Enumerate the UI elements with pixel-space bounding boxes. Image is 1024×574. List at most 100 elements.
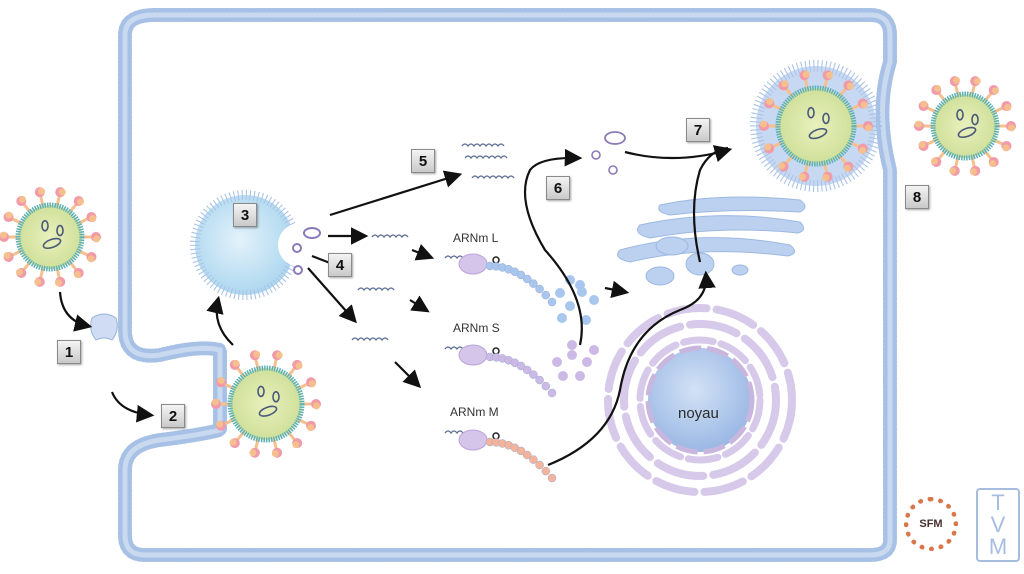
arrow-budding-2 — [692, 146, 729, 263]
rna-segment — [957, 126, 977, 139]
virion-envelope — [775, 85, 857, 167]
receptor-icon — [90, 313, 118, 341]
free-protein-s — [558, 371, 568, 381]
arrow-m-to-golgi — [547, 270, 716, 467]
rna-segment — [822, 112, 830, 125]
tvm-letter-m: M — [988, 534, 1008, 559]
amino-acid-bead — [541, 466, 551, 476]
arrow-endocytosis — [110, 391, 155, 423]
new-rna-segments — [591, 131, 626, 175]
rna-strand — [471, 175, 515, 180]
mrna-l-label: ARNm L — [453, 231, 499, 245]
mrna-s-label: ARNm S — [453, 321, 500, 335]
step-5-label: 5 — [411, 149, 435, 173]
amino-acid-bead — [529, 370, 538, 379]
arrow-golgi — [604, 280, 630, 299]
cell-membrane — [118, 8, 897, 562]
step-6-label: 6 — [546, 176, 570, 200]
free-protein-l — [589, 295, 599, 305]
mrna-m-label: ARNm M — [450, 405, 499, 419]
virion-envelope — [227, 365, 305, 443]
protein-chains — [458, 253, 557, 483]
step-4-label: 4 — [328, 253, 352, 277]
amino-acid-bead — [535, 375, 544, 385]
rna-segment — [272, 390, 280, 403]
protein-chain-m — [458, 429, 557, 483]
free-protein-s — [567, 340, 577, 350]
rna-strand — [444, 430, 464, 435]
free-protein-l — [555, 288, 565, 298]
ribosome-icon — [458, 344, 488, 366]
free-protein-l — [565, 301, 575, 311]
virion-envelope — [930, 91, 1000, 161]
rna-segment — [807, 106, 815, 119]
rna-strands — [351, 143, 515, 435]
rna-segment — [41, 220, 49, 232]
free-protein-s — [567, 350, 577, 360]
rna-strand — [351, 337, 389, 342]
rna-strand — [371, 234, 409, 239]
amino-acid-bead — [541, 290, 551, 300]
tvm-logo: T V M — [976, 488, 1020, 562]
amino-acid-bead — [522, 450, 532, 460]
free-protein-l — [575, 280, 585, 290]
rna-segment — [257, 385, 265, 398]
sfm-logo-text: SFM — [919, 518, 943, 530]
endosome — [190, 190, 322, 300]
protein-chain-s — [458, 344, 557, 398]
arrow-l — [411, 244, 435, 261]
rna-strand — [444, 255, 464, 260]
amino-acid-bead — [547, 297, 557, 307]
amino-acid-bead — [541, 381, 551, 391]
amino-acid-bead — [522, 274, 532, 284]
free-protein-s — [589, 345, 599, 355]
virion-extracellular — [0, 187, 101, 287]
rna-segment — [808, 127, 828, 140]
arrow-budding-1 — [624, 145, 733, 163]
rna-segment — [956, 109, 964, 121]
step-3-label: 3 — [233, 203, 257, 227]
virion-endocytosed — [211, 350, 321, 458]
rna-segment — [258, 405, 278, 417]
rna-segment — [56, 224, 64, 237]
step-1-label: 1 — [57, 340, 81, 364]
amino-acid-bead — [535, 460, 544, 470]
arrow-s — [409, 295, 430, 313]
amino-acid-bead — [522, 365, 532, 375]
rna-segment — [42, 237, 62, 250]
virion-envelope — [15, 202, 85, 272]
amino-acid-bead — [529, 279, 538, 288]
free-protein-l — [557, 313, 567, 323]
arrow-t3 — [307, 267, 357, 324]
golgi-apparatus — [617, 196, 806, 286]
nucleus — [604, 304, 796, 496]
viral-rna-segments — [292, 227, 321, 275]
amino-acid-bead — [529, 455, 538, 464]
amino-acid-bead — [516, 446, 526, 456]
arrow-m — [394, 361, 422, 389]
arrow-to-endosome — [206, 295, 234, 346]
rna-segment — [971, 113, 979, 126]
arrow-attach — [58, 291, 93, 332]
process-arrows — [58, 145, 733, 467]
rna-strand — [444, 346, 464, 351]
protein-chain-l — [458, 253, 557, 307]
free-protein-s — [575, 371, 585, 381]
amino-acid-bead — [547, 473, 557, 483]
virion-released — [914, 76, 1016, 176]
sfm-logo: SFM — [904, 497, 958, 551]
arrow-replication — [329, 170, 463, 217]
step-2-label: 2 — [161, 404, 185, 428]
step-8-label: 8 — [905, 185, 929, 209]
rna-strand — [464, 155, 508, 160]
amino-acid-bead — [516, 270, 526, 280]
ribosome-icon — [458, 253, 488, 275]
virion-budding — [750, 60, 882, 192]
amino-acid-bead — [535, 284, 544, 294]
protein-clusters — [552, 131, 626, 381]
amino-acid-bead — [547, 388, 557, 398]
nucleus-label: noyau — [678, 405, 719, 422]
free-protein-s — [552, 357, 562, 367]
